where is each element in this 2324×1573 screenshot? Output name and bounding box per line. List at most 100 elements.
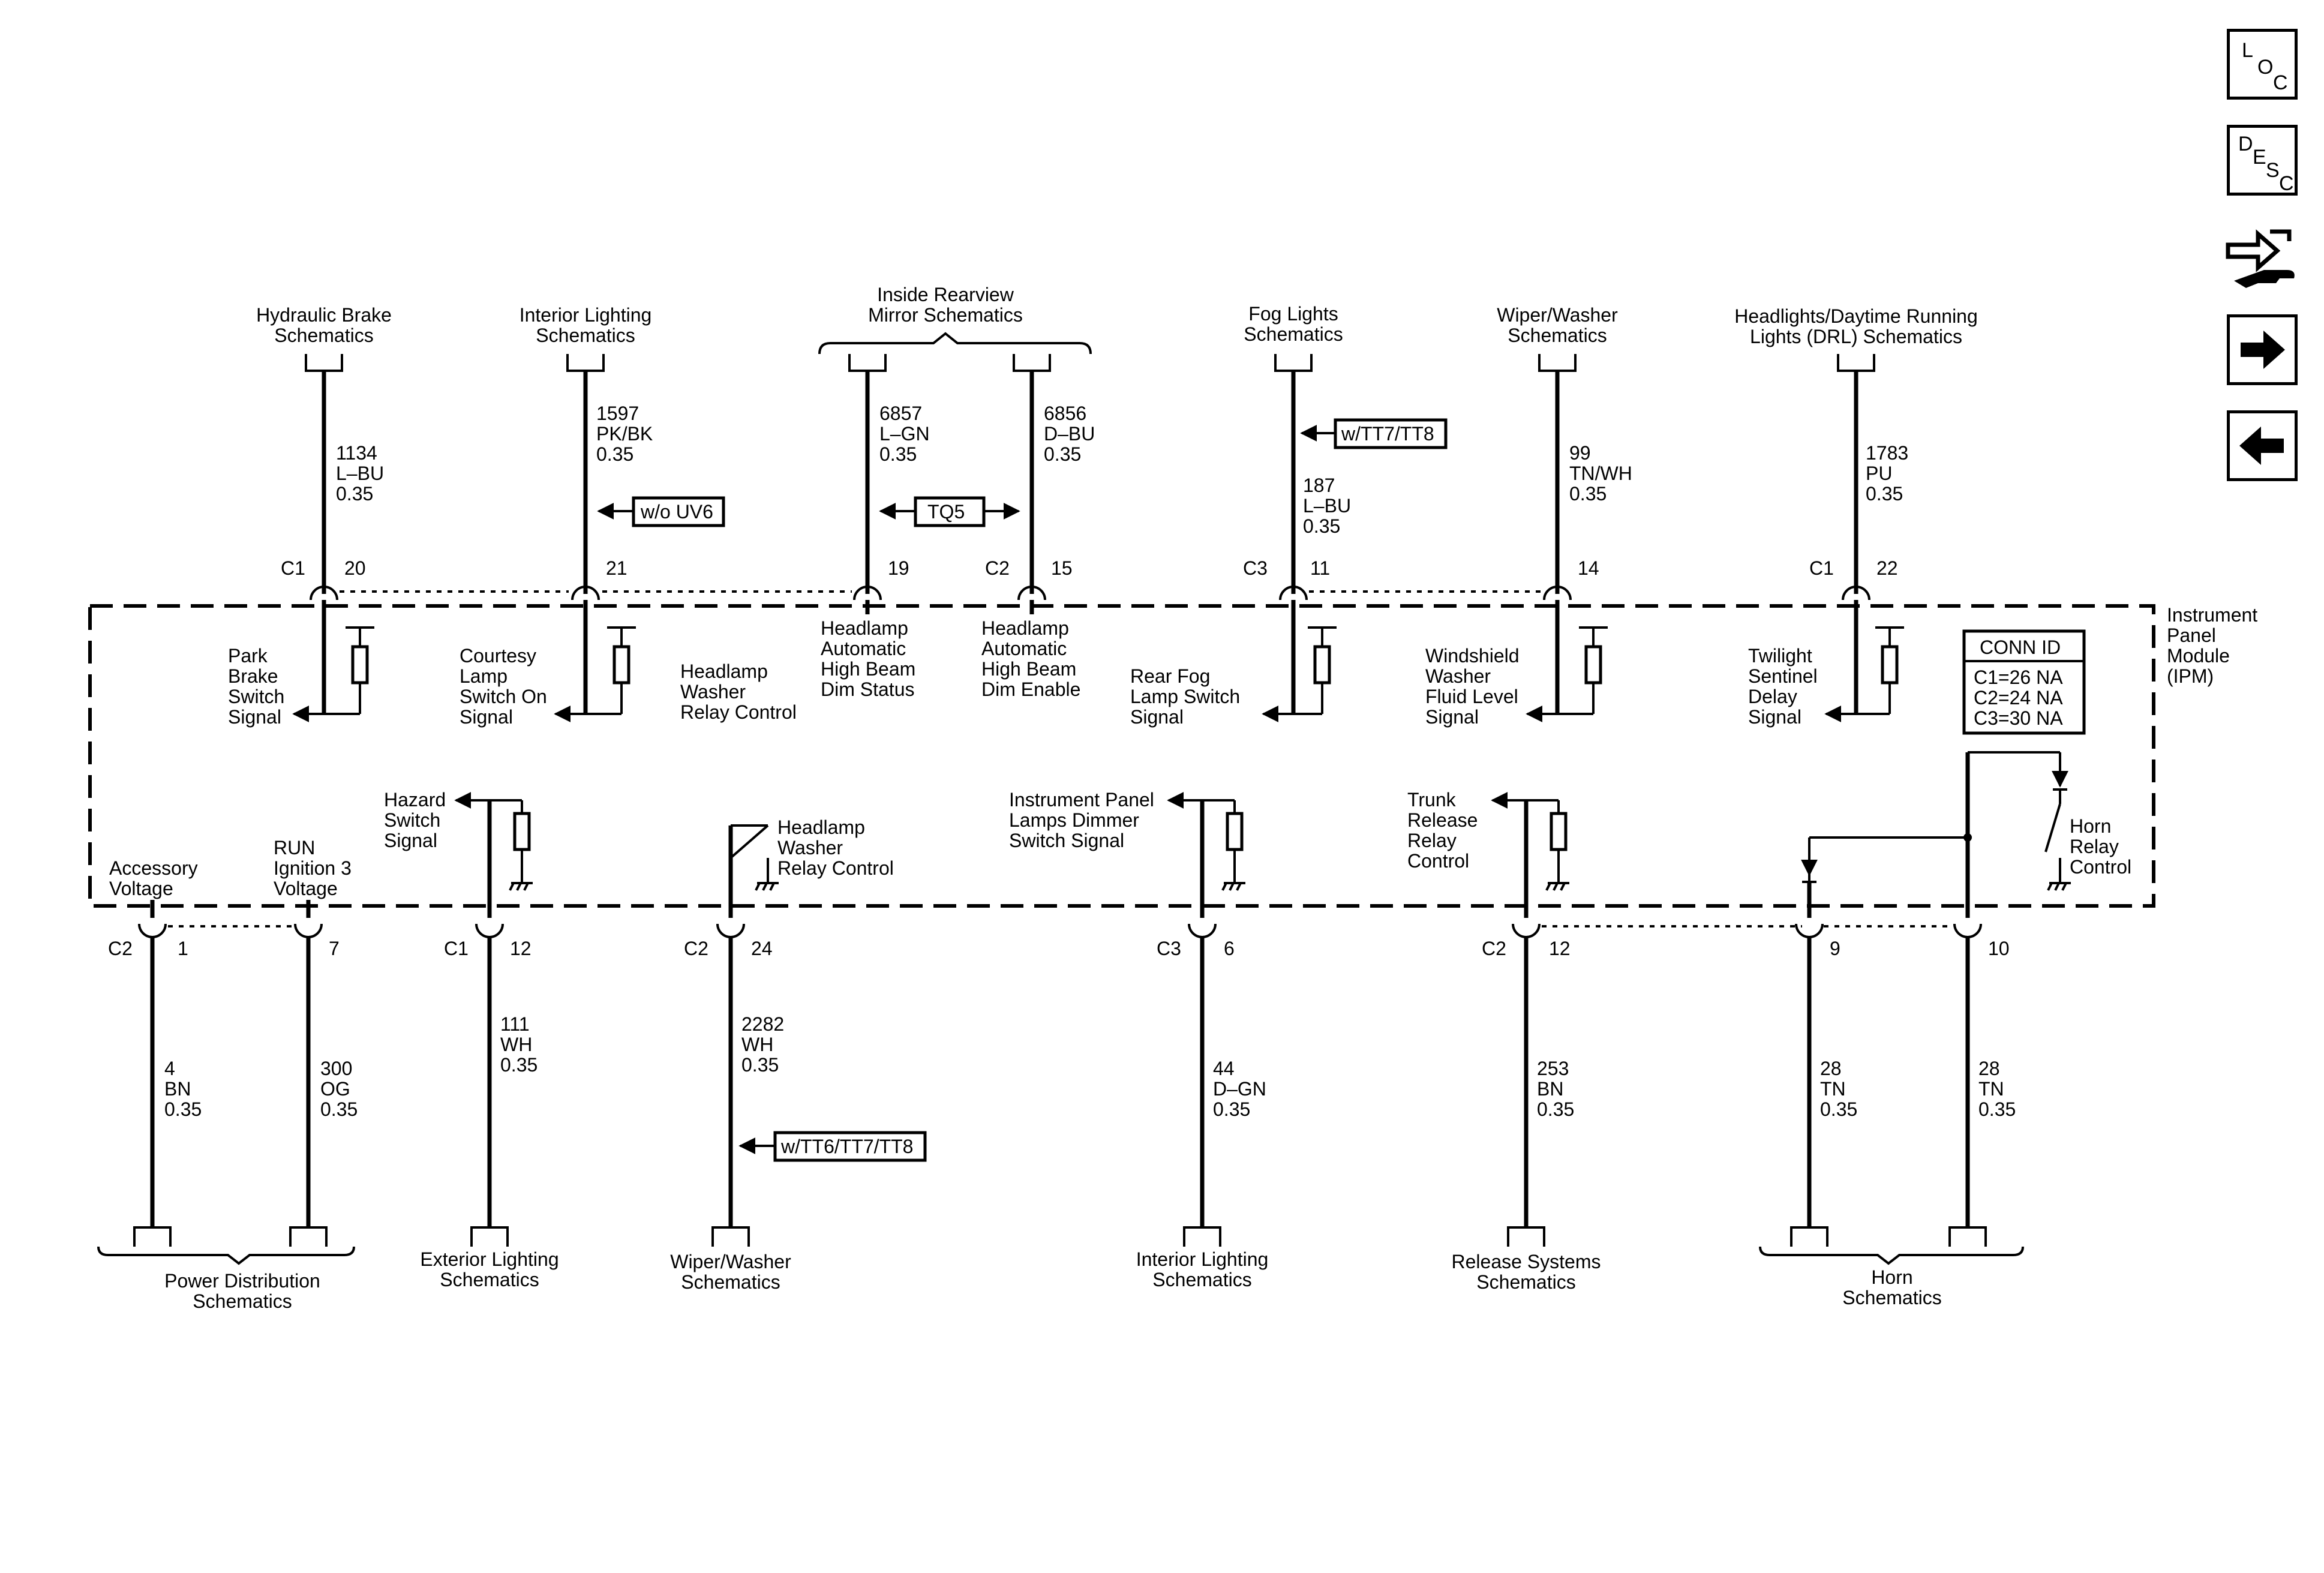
courtesy-signal-2: Lamp [460,665,508,687]
loc-letter-c: C [2273,71,2288,94]
connector-terminal-icon [1013,354,1051,372]
hydraulic-brake-circuit: Hydraulic Brake Schematics 1134 L–BU 0.3… [228,304,392,728]
horn-pin-a: 9 [1830,938,1840,959]
dimmer-gauge: 0.35 [1213,1098,1250,1120]
horn-label-1: Horn [1871,1266,1912,1288]
next-page-button[interactable] [2227,314,2298,385]
exterior-color: WH [500,1034,532,1055]
mirror-sig-a-2: Automatic [821,638,906,659]
dimmer-circuit: 44 [1213,1058,1235,1079]
module-label-3: Module [2167,645,2230,667]
courtesy-signal-4: Signal [460,706,513,728]
washer-relay-bottom-2: Washer [777,837,843,858]
courtesy-signal-1: Courtesy [460,645,536,667]
park-signal-2: Brake [228,665,278,687]
wiper-top-gauge: 0.35 [1569,483,1607,505]
fog-signal-1: Rear Fog [1130,665,1210,687]
power-circuit-a: 4 [164,1058,175,1079]
exterior-circuit: 111 [500,1013,530,1035]
twilight-signal-1: Twilight [1748,645,1812,667]
hazard-signal-2: Switch [384,809,440,831]
interior-circuit: 1597 [596,403,639,424]
pin-connector-icon [1842,586,1870,601]
release-gauge: 0.35 [1537,1098,1574,1120]
pulldown-resistor-icon [513,812,531,851]
park-signal-3: Switch [228,686,284,707]
horn-relay-switch-icon [2044,803,2061,852]
horn-gauge-a: 0.35 [1820,1098,1857,1120]
drl-circuit: Headlights/Daytime Running Lights (DRL) … [1734,305,1978,728]
wiper-bottom-label-1: Wiper/Washer [670,1251,791,1272]
twilight-signal-4: Signal [1748,706,1801,728]
connector-terminal-icon [289,1226,328,1247]
run-voltage-2: Ignition 3 [274,857,352,879]
pin-connector-icon [1795,923,1824,938]
dimmer-signal-2: Lamps Dimmer [1009,809,1139,831]
conn-id-c1: C1=26 NA [1974,667,2063,688]
connector-wrench-icon[interactable] [2222,221,2300,290]
hydraulic-pin: 20 [344,557,366,579]
exterior-label-2: Schematics [440,1269,539,1290]
mirror-pin-a: 19 [888,557,909,579]
run-voltage-3: Voltage [274,878,338,899]
park-signal-1: Park [228,645,268,667]
conn-id-c2: C2=24 NA [1974,687,2063,709]
wiper-top-pin: 14 [1578,557,1599,579]
pin-connector-icon [138,923,167,938]
trunk-signal-1: Trunk [1407,789,1457,810]
horn-color-a: TN [1820,1078,1846,1100]
pin-connector-icon [1543,586,1572,601]
prev-page-button[interactable] [2227,410,2298,481]
ground-icon [755,882,779,891]
mirror-circuit-a: 6857 [879,403,922,424]
wiper-bottom-circuit: 2282 [741,1013,784,1035]
pullup-resistor-icon [351,645,369,685]
option-badge [1334,418,1448,449]
wiper-bottom-pin: 24 [751,938,773,959]
option-badge [773,1131,927,1162]
hazard-signal-1: Hazard [384,789,446,810]
wiper-top-circuit: 99 [1569,442,1591,464]
pin-connector-icon [294,923,323,938]
fog-label-2: Schematics [1244,323,1343,345]
pullup-resistor-icon [1313,645,1331,685]
loc-button[interactable]: L O C [2227,29,2298,100]
pullup-resistor-icon [1584,645,1602,685]
dimmer-conn: C3 [1157,938,1181,959]
interior-dimmer-circuit: Instrument Panel Lamps Dimmer Switch Sig… [1009,789,1268,1290]
horn-gauge-b: 0.35 [1978,1098,2016,1120]
conn-id-c3: C3=30 NA [1974,707,2063,729]
option-badge [632,496,725,527]
wiper-washer-top-circuit: Wiper/Washer Schematics 99 TN/WH 0.35 14… [1425,304,1632,728]
loc-letter-o: O [2257,56,2274,79]
mirror-sig-a-4: Dim Status [821,679,914,700]
drl-label-2: Lights (DRL) Schematics [1750,326,1962,347]
arrow-left-icon [2239,427,2284,465]
wiper-bottom-conn: C2 [684,938,708,959]
power-conn: C2 [108,938,133,959]
horn-circuit-b: 28 [1978,1058,2000,1079]
ground-icon [2047,882,2071,891]
trunk-signal-3: Relay [1407,830,1457,851]
conn-id-title: CONN ID [1980,637,2061,658]
arrow-right-icon [2241,331,2285,369]
power-color-b: OG [320,1078,350,1100]
wiper-top-label-1: Wiper/Washer [1497,304,1618,326]
mirror-label-2: Mirror Schematics [868,304,1023,326]
dimmer-signal-3: Switch Signal [1009,830,1124,851]
desc-button[interactable]: D E S C [2227,125,2298,196]
drl-pin: 22 [1876,557,1898,579]
courtesy-signal-3: Switch On [460,686,547,707]
connector-terminal-icon [711,1226,750,1247]
fog-conn: C3 [1243,557,1268,579]
release-color: BN [1537,1078,1563,1100]
fog-circuit: 187 [1303,475,1335,496]
interior-pin: 21 [606,557,627,579]
mirror-gauge-a: 0.35 [879,443,917,465]
power-label-1: Power Distribution [164,1270,320,1292]
bracket [818,332,1092,355]
connector-terminal-icon [305,354,343,372]
connector-terminal-icon [1538,354,1577,372]
pin-connector-icon [1279,586,1308,601]
